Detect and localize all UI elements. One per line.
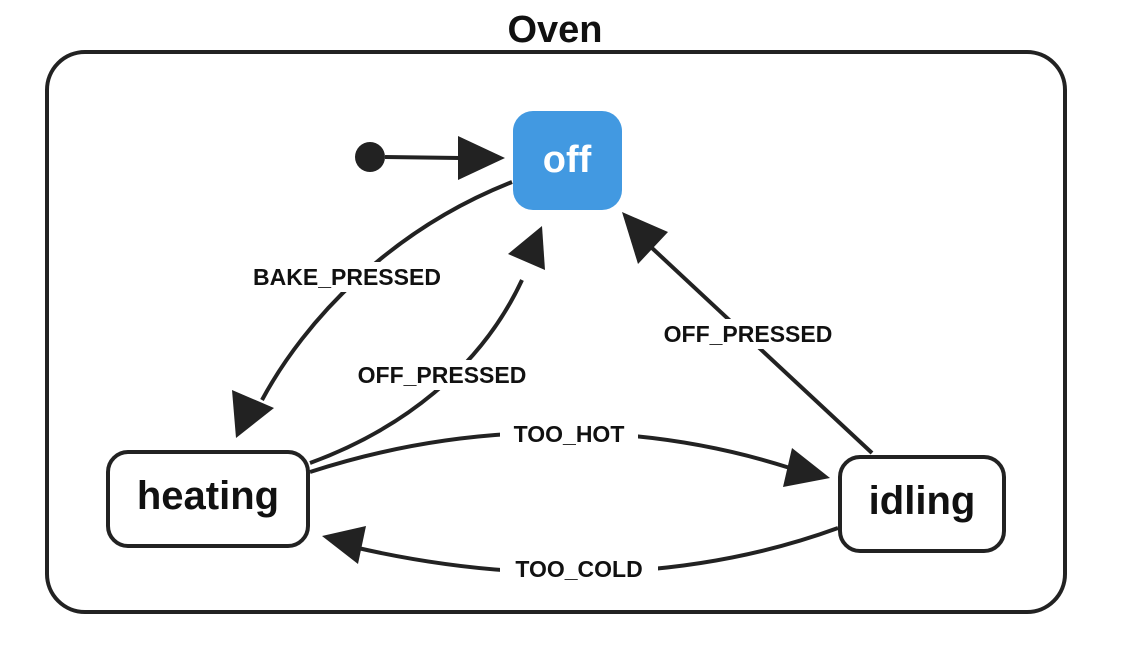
arrowhead-off-pressed-idling — [622, 212, 668, 264]
label-background — [650, 319, 846, 349]
label-group-too-cold: TOO_COLD — [500, 554, 658, 584]
state-off-label: off — [543, 139, 592, 181]
state-idling[interactable]: idling — [838, 455, 1006, 553]
edge-label-too-cold: TOO_COLD — [515, 556, 642, 582]
edge-off-pressed-idling — [650, 246, 874, 455]
state-idling-box[interactable] — [838, 455, 1006, 553]
edge-label-bake-pressed: BAKE_PRESSED — [253, 264, 441, 290]
initial-transition-arrowhead — [458, 136, 505, 180]
state-off-box[interactable] — [513, 111, 622, 210]
state-heating-box[interactable] — [106, 450, 310, 548]
label-group-off-pressed-idling: OFF_PRESSED — [650, 319, 846, 349]
label-group-too-hot: TOO_HOT — [500, 419, 638, 449]
initial-state-dot — [355, 142, 385, 172]
label-group-off-pressed-heating: OFF_PRESSED — [344, 360, 540, 390]
initial-transition-edge — [384, 155, 461, 160]
label-background — [238, 262, 456, 292]
state-off[interactable]: off — [513, 111, 622, 210]
label-background — [500, 419, 638, 449]
label-background — [344, 360, 540, 390]
label-group-bake-pressed: BAKE_PRESSED — [238, 262, 456, 292]
arrowhead-bake-pressed — [232, 390, 274, 438]
state-idling-label: idling — [869, 479, 976, 523]
edge-off-pressed-heating — [309, 279, 524, 465]
arrowhead-too-cold — [322, 526, 366, 564]
state-heating[interactable]: heating — [106, 450, 310, 548]
arrowhead-off-pressed-heating — [508, 226, 545, 270]
edge-label-off-pressed-idling: OFF_PRESSED — [664, 321, 833, 347]
diagram-title: Oven — [507, 9, 602, 51]
label-background — [500, 554, 658, 584]
state-heating-label: heating — [137, 474, 279, 518]
edge-label-too-hot: TOO_HOT — [514, 421, 625, 447]
arrowhead-too-hot — [783, 448, 830, 487]
edge-label-off-pressed-heating: OFF_PRESSED — [358, 362, 527, 388]
